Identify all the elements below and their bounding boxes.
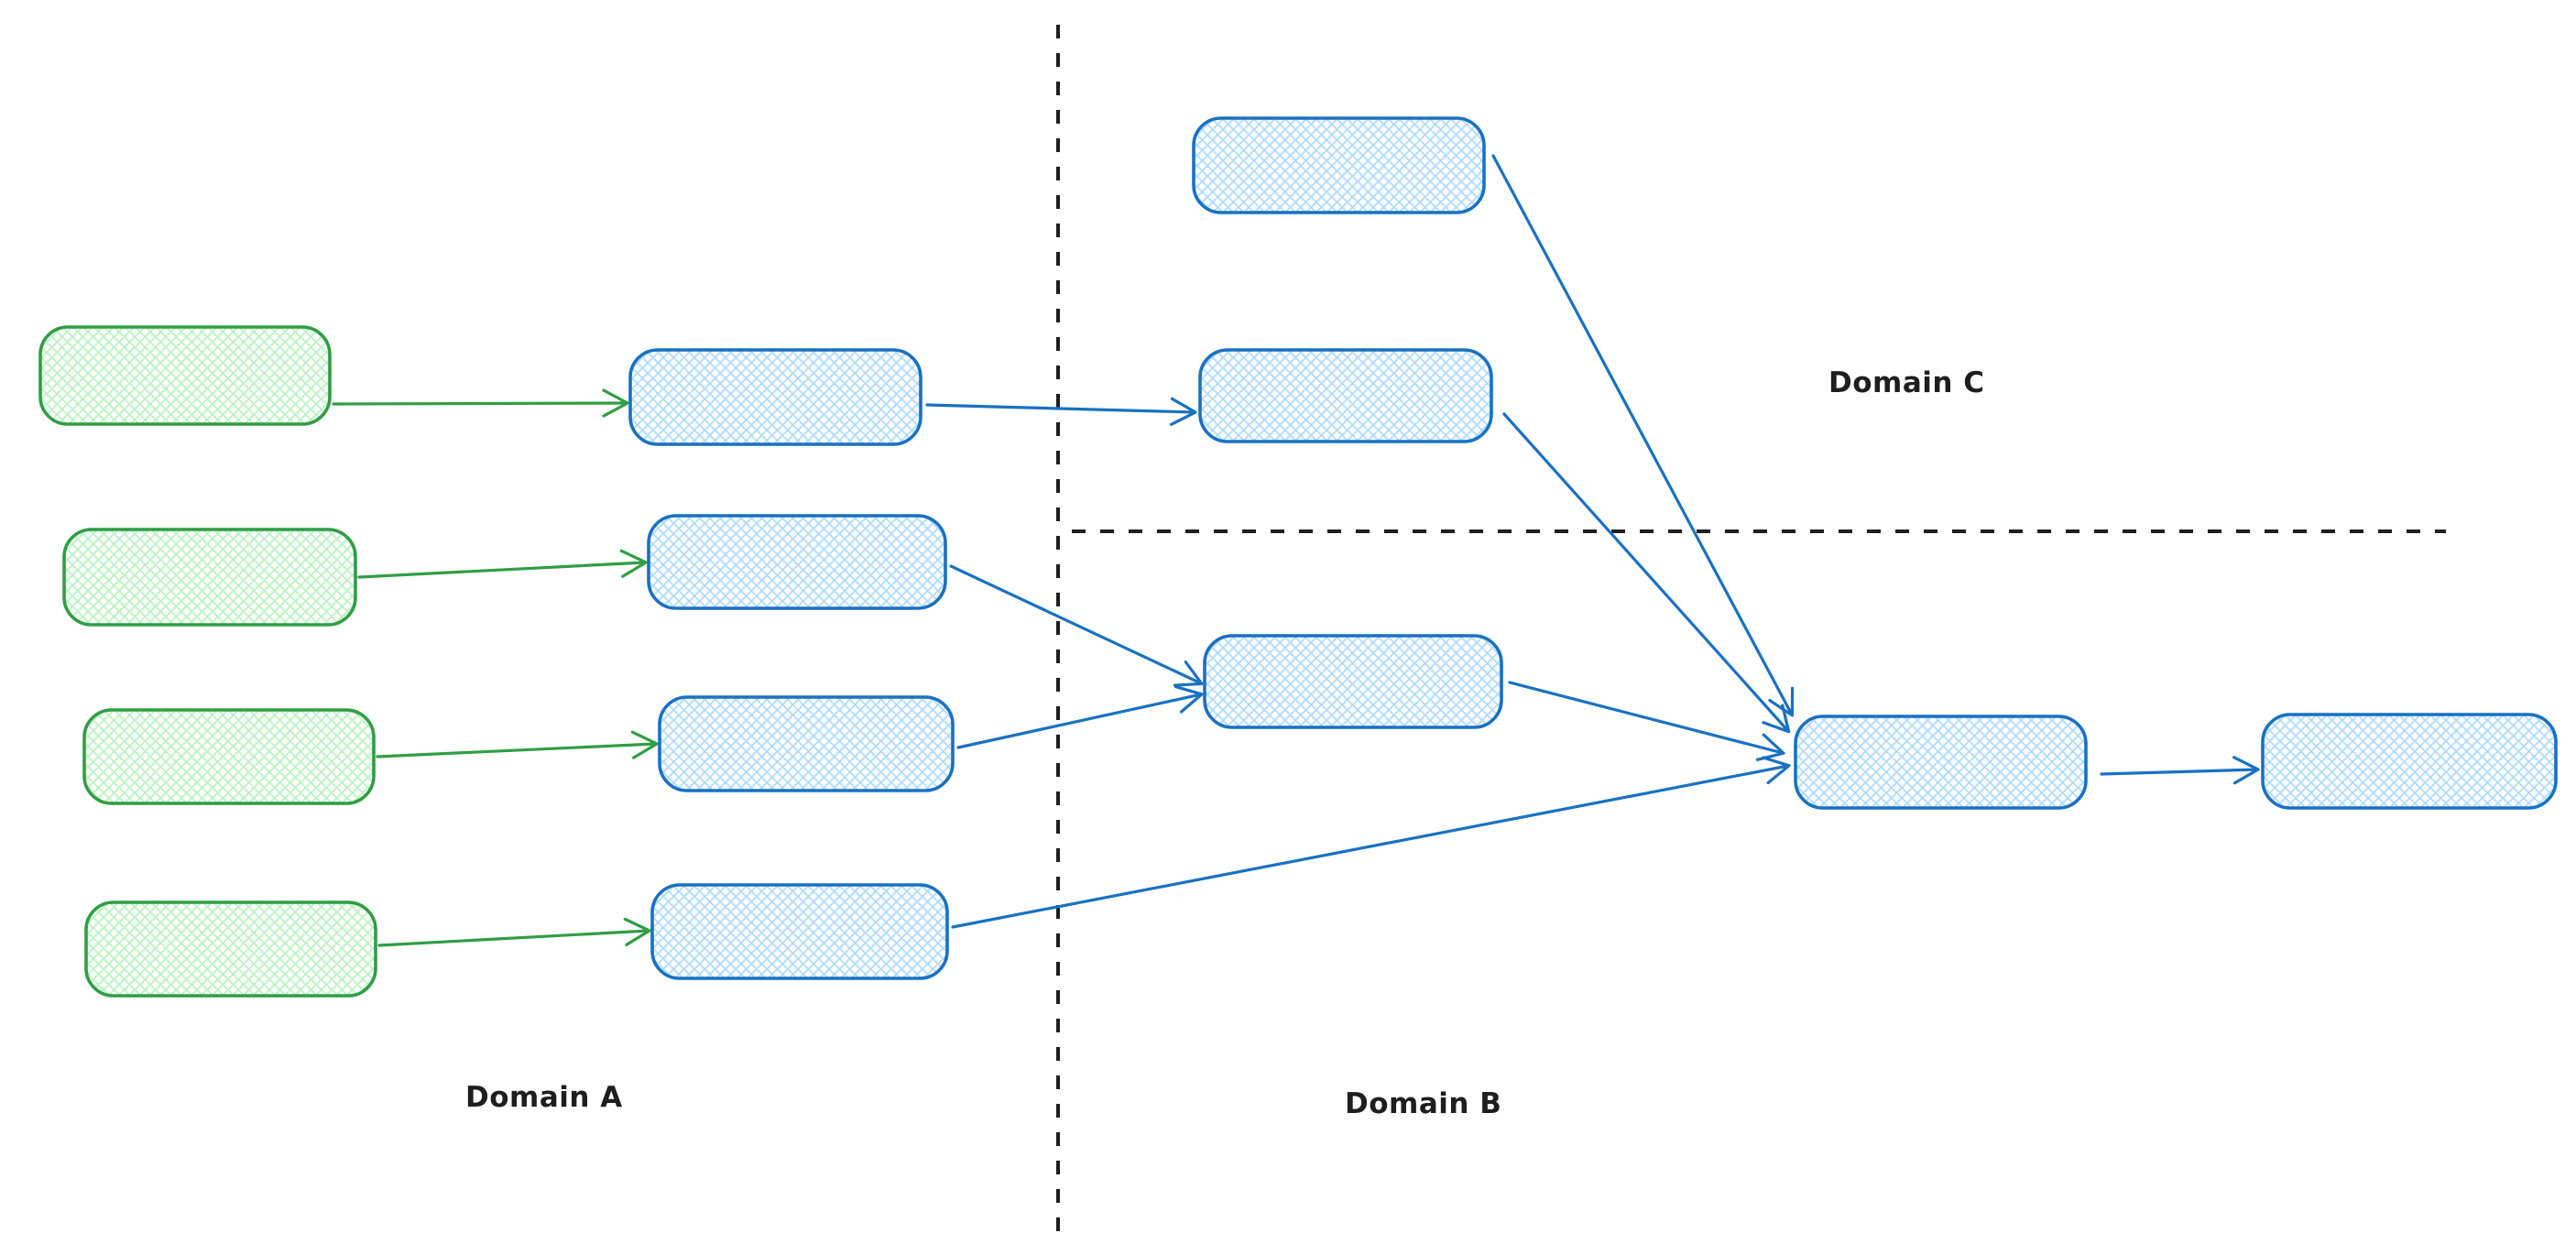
node-blue-3[interactable] xyxy=(658,695,955,792)
node-blue-7[interactable] xyxy=(1203,634,1503,729)
node-blue-9[interactable] xyxy=(2261,713,2558,810)
edge-blue1-to-blue6[interactable] xyxy=(925,397,1197,426)
nodes-layer xyxy=(38,116,2558,998)
dividers-layer xyxy=(1056,25,2446,1246)
edge-blue7-to-blue8[interactable] xyxy=(1508,681,1785,761)
node-blue-5[interactable] xyxy=(1192,116,1486,214)
node-blue-2[interactable] xyxy=(647,514,947,610)
node-green-3[interactable] xyxy=(82,708,376,805)
edge-blue3-to-blue7[interactable] xyxy=(956,685,1204,749)
edge-green2-to-blue2[interactable] xyxy=(357,549,648,579)
edge-blue5-to-blue8[interactable] xyxy=(1491,154,1795,717)
node-blue-8[interactable] xyxy=(1794,715,2088,810)
edge-blue4-to-blue8[interactable] xyxy=(951,756,1791,929)
node-green-1[interactable] xyxy=(38,325,332,426)
node-green-4[interactable] xyxy=(84,900,377,998)
node-blue-4[interactable] xyxy=(650,883,949,980)
edge-green3-to-blue3[interactable] xyxy=(376,730,659,759)
domain-b-label[interactable]: Domain B xyxy=(1345,1087,1502,1120)
domain-a-label[interactable]: Domain A xyxy=(465,1081,623,1114)
node-blue-6[interactable] xyxy=(1198,348,1493,443)
edge-blue6-to-blue8[interactable] xyxy=(1502,412,1791,734)
node-blue-1[interactable] xyxy=(628,348,922,446)
domain-c-label[interactable]: Domain C xyxy=(1828,366,1985,399)
node-green-2[interactable] xyxy=(62,528,357,627)
edge-blue2-to-blue7[interactable] xyxy=(949,564,1204,687)
edge-blue8-to-blue9[interactable] xyxy=(2100,756,2260,785)
edge-green1-to-blue1[interactable] xyxy=(332,388,629,418)
edges-layer xyxy=(332,154,2260,947)
edge-green4-to-blue4[interactable] xyxy=(377,917,651,947)
